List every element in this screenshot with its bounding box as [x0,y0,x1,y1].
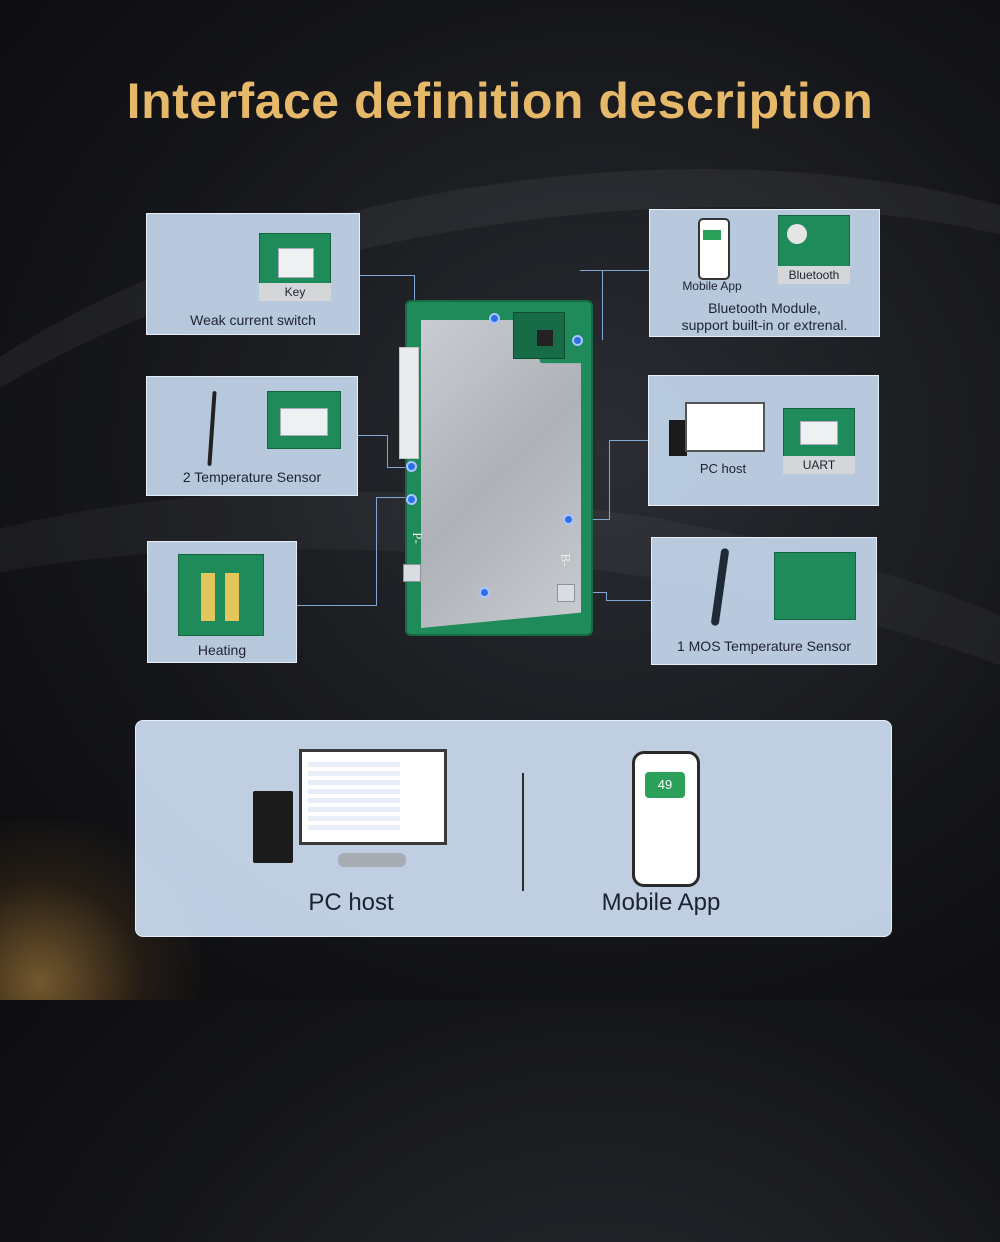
connector-line [360,275,415,276]
mos-sensor-label: 1 MOS Temperature Sensor [676,638,852,654]
terminal-screw [403,564,421,582]
monitor-icon [299,749,447,845]
monitor-stand [338,853,406,867]
connector-line [414,275,415,317]
connector-line [387,467,412,468]
connector-line [376,497,412,498]
bluetooth-tag: Bluetooth [778,266,850,284]
connector-line [609,440,610,520]
temperature-sensor-label: 2 Temperature Sensor [182,469,322,485]
temperature-sensor-panel: 2 Temperature Sensor [146,376,358,496]
mobile-app-label: Mobile App [682,279,742,293]
phone-icon: 49 [632,751,700,887]
key-connector-image [259,233,331,291]
port-marker [489,313,500,324]
port-marker [406,461,417,472]
heating-pcb-image [178,554,264,636]
bluetooth-label-line2: support built-in or extrenal. [681,317,848,333]
port-marker [406,494,417,505]
heatsink-plate [421,320,581,628]
connector-line [602,270,603,340]
b-minus-label: B- [558,553,574,567]
connector-line [580,270,650,271]
port-marker [572,335,583,346]
port-marker [479,587,490,598]
uart-connector-image [783,408,855,458]
phone-icon [698,218,730,280]
connection-options-panel: PC host 49 Mobile App [135,720,892,937]
connector-line [387,435,388,467]
connector-line [376,497,377,605]
connector-line [358,435,388,436]
mos-pcb-image [774,552,856,620]
connector-line [580,519,610,520]
key-tag: Key [259,283,331,301]
mos-sensor-wire-image [710,547,730,627]
ic-chip [537,330,553,346]
side-connector [399,347,419,459]
uart-tag: UART [783,456,855,474]
weak-current-switch-panel: Key Weak current switch [146,213,360,335]
heating-panel: Heating [147,541,297,663]
uart-panel: PC host UART [648,375,879,506]
bluetooth-label-line1: Bluetooth Module, [708,300,821,316]
sensor-connector-image [267,391,341,449]
heating-label: Heating [197,642,247,658]
phone-value: 49 [645,772,685,798]
page-title: Interface definition description [126,73,874,129]
weak-current-label: Weak current switch [190,312,316,328]
pc-tower-icon [253,791,293,863]
port-marker [563,514,574,525]
connector-line [297,605,377,606]
bluetooth-panel: Mobile App Bluetooth Bluetooth Module, s… [649,209,880,337]
pc-tower-icon [669,420,687,456]
bluetooth-module-image [778,215,850,272]
connector-line [609,440,649,441]
mos-temperature-sensor-panel: 1 MOS Temperature Sensor [651,537,877,665]
mobile-app-label: Mobile App [601,889,721,916]
pc-host-label: PC host [308,889,394,916]
monitor-icon [685,402,765,452]
connector-line [606,600,652,601]
terminal-screw [557,584,575,602]
pc-host-label: PC host [699,461,747,476]
p-minus-label: P- [409,532,425,544]
sensor-wire-image [207,390,217,467]
bms-board: P- B- [399,300,593,636]
divider-line [522,773,524,891]
connector-line [606,592,607,600]
